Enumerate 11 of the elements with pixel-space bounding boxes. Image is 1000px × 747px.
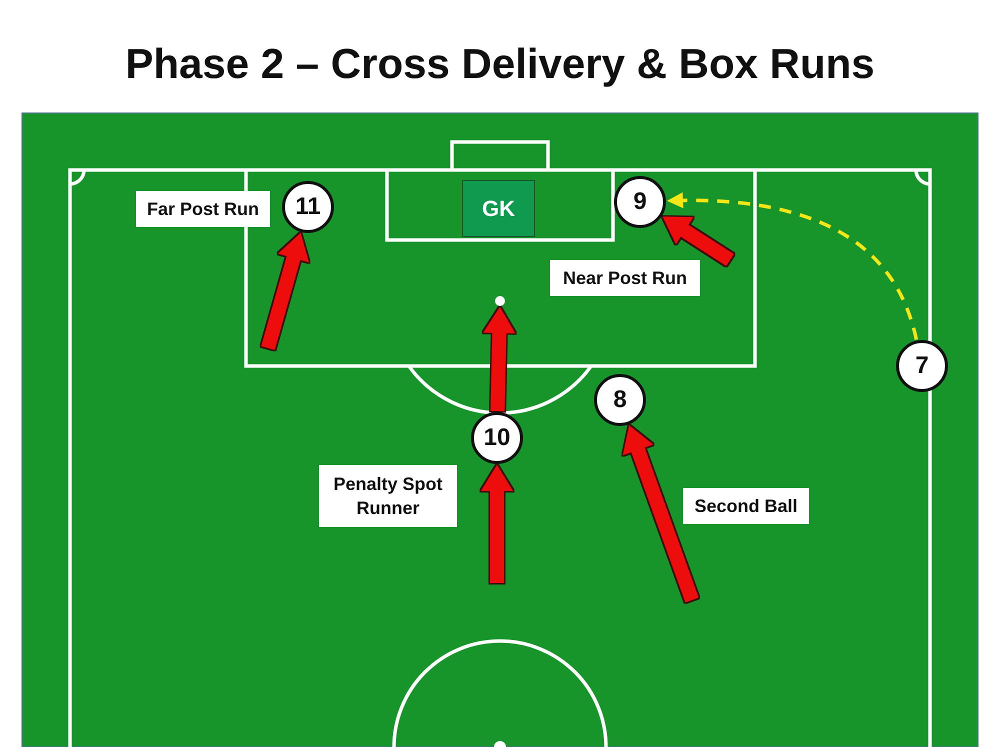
arrow bbox=[481, 465, 513, 583]
goalkeeper-marker: GK bbox=[462, 180, 535, 237]
run-label: Far Post Run bbox=[136, 191, 270, 227]
run-label: Penalty Spot Runner bbox=[319, 465, 457, 527]
arrow bbox=[622, 423, 699, 602]
arrow bbox=[483, 306, 516, 412]
dashed-arrow bbox=[666, 192, 918, 340]
run-label: Near Post Run bbox=[550, 260, 700, 296]
title: Phase 2 – Cross Delivery & Box Runs bbox=[124, 39, 876, 89]
run-label: Second Ball bbox=[683, 488, 809, 524]
arrow bbox=[261, 231, 309, 350]
